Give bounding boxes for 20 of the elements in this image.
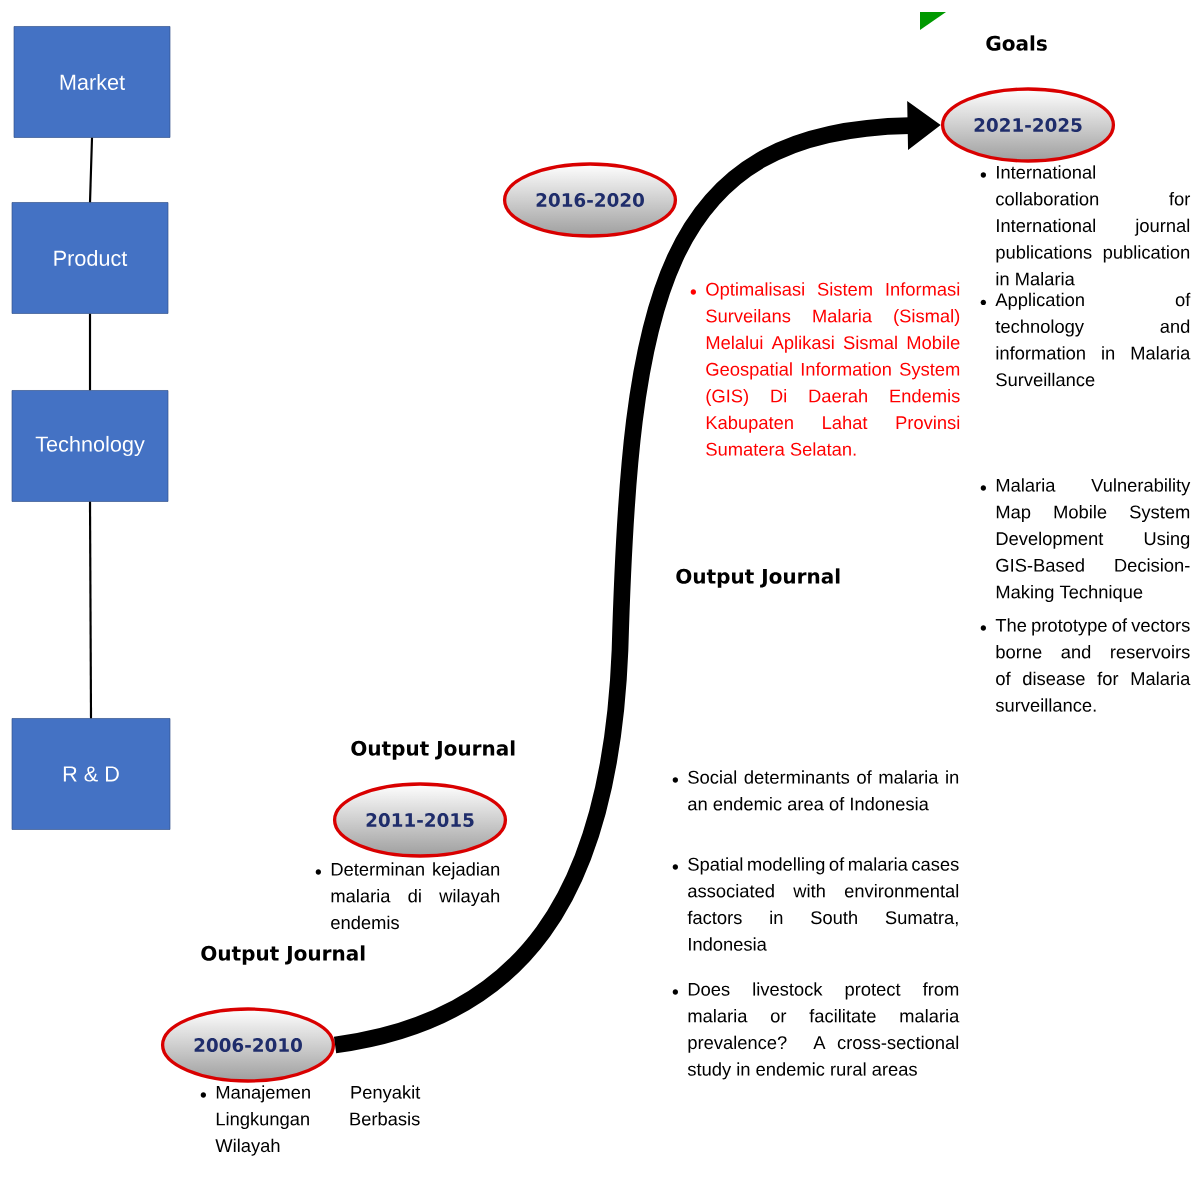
bullet-text: Social determinants of malaria in an endemic area of Indonesia <box>672 770 959 811</box>
stage-box: Market <box>13 26 171 138</box>
stage-box: Product <box>11 202 169 314</box>
connector-line <box>88 137 94 203</box>
heading: Goals <box>986 35 1047 51</box>
stage-box: Technology <box>11 390 169 502</box>
bullet-text: Determinan kejadian malaria di wilayah endemis <box>315 862 500 930</box>
bullet-text: Optimalisasi Sistem Informasi Surveilans Malaria (Sismal) Melalui Aplikasi Sismal Mobile Geospatial Information System (GIS) Di Daerah Endemis Kabupaten Lahat Provinsi Sumatera Selatan. <box>690 282 960 456</box>
bullet-text: Malaria Vulnerability Map Mobile System Development Using GIS-Based Decision-Making Technique <box>980 478 1191 603</box>
bullet-text: The prototype of vectors borne and reservoirs of disease for Malaria surveillance. <box>980 618 1191 712</box>
bullet-text: Does livestock protect from malaria or facilitate malaria prevalence? A cross-sectional study in endemic rural areas <box>672 982 960 1080</box>
heading: Output Journal <box>676 568 840 588</box>
heading: Output Journal <box>201 945 365 965</box>
stage-box: R & D <box>11 718 171 830</box>
bullet-text: Manajemen Penyakit Lingkungan Berbasis Wilayah <box>200 1085 421 1156</box>
connector-line <box>88 501 93 719</box>
connector-line <box>88 313 92 391</box>
bullet-text: Spatial modelling of malaria cases associated with environmental factors in South Sumatra, Indonesia <box>672 857 959 951</box>
heading: Output Journal <box>351 740 515 760</box>
bullet-text: Application of technology and information in Malaria Surveillance <box>980 292 1191 387</box>
